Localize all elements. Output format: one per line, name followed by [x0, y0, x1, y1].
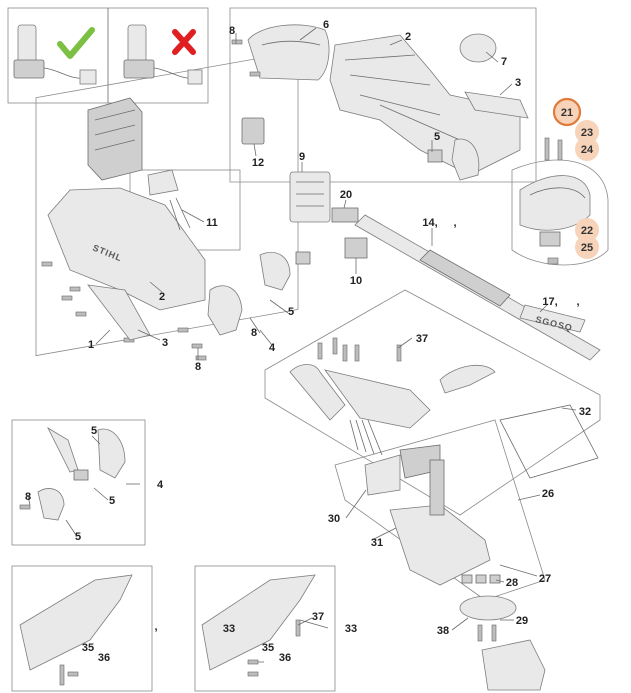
- detail-35-36-illustration: [19, 574, 133, 686]
- part-10-clamp: [344, 237, 368, 259]
- part-12-switch: [241, 117, 265, 145]
- callout-3-top[interactable]: 3: [515, 77, 521, 89]
- callout-5-mid[interactable]: 5: [288, 306, 294, 318]
- part-20-contact: [331, 207, 359, 223]
- callout-2-left[interactable]: 2: [159, 291, 165, 303]
- callout-22[interactable]: 22: [581, 225, 593, 237]
- callout-24[interactable]: 24: [581, 144, 594, 156]
- callout-14-sep: ,: [453, 217, 456, 229]
- wire-harness: [349, 419, 383, 456]
- callout-33-inset[interactable]: 33: [223, 623, 235, 635]
- callout-8-low[interactable]: 8: [195, 361, 201, 373]
- connector-wrong-illustration: [123, 24, 203, 85]
- badge-bg-25: [575, 235, 599, 259]
- badge-ring-21: [552, 97, 582, 127]
- pins-37: [317, 337, 402, 362]
- callout-5-top[interactable]: 5: [434, 131, 440, 143]
- callout-left-inset-sep: ,: [154, 621, 157, 633]
- part-grip-handle: [439, 365, 496, 394]
- callout-6[interactable]: 6: [323, 19, 329, 31]
- callout-26[interactable]: 26: [542, 488, 554, 500]
- callout-31[interactable]: 31: [371, 537, 383, 549]
- part-11-contacts: [147, 169, 191, 231]
- callout-28[interactable]: 28: [506, 577, 518, 589]
- callout-9[interactable]: 9: [299, 151, 305, 163]
- callout-36-left[interactable]: 36: [98, 652, 110, 664]
- callout-3-left[interactable]: 3: [162, 337, 168, 349]
- part-28-springs: [461, 574, 501, 584]
- callout-32[interactable]: 32: [579, 406, 591, 418]
- callout-38[interactable]: 38: [437, 625, 449, 637]
- part-guide-tube: [289, 364, 431, 429]
- frame-detail-33-37: [194, 565, 336, 692]
- callout-2-top[interactable]: 2: [405, 31, 411, 43]
- callout-1[interactable]: 1: [88, 339, 94, 351]
- callout-37-mid[interactable]: 37: [416, 333, 428, 345]
- part-7-disc: [459, 33, 497, 63]
- callout-11[interactable]: 11: [206, 217, 218, 229]
- screws-8-group: [41, 261, 207, 361]
- callout-10[interactable]: 10: [350, 275, 362, 287]
- callout-5-d1[interactable]: 5: [91, 425, 97, 437]
- callout-29[interactable]: 29: [516, 615, 528, 627]
- callout-4-detail[interactable]: 4: [157, 479, 164, 491]
- callout-27[interactable]: 27: [539, 573, 551, 585]
- callout-4-mid[interactable]: 4: [269, 342, 276, 354]
- frame-loop-handle-detail: [511, 159, 609, 266]
- callout-12[interactable]: 12: [252, 157, 264, 169]
- callout-8-top[interactable]: 8: [229, 25, 235, 37]
- badge-bg-22: [575, 218, 599, 242]
- callout-37-inset[interactable]: 37: [312, 611, 324, 623]
- callout-5-d2[interactable]: 5: [109, 495, 115, 507]
- part-4-switch-assembly: [207, 251, 311, 336]
- loop-handle-illustration: [519, 137, 591, 265]
- part-2-handle-housing: [329, 34, 521, 176]
- callout-5-d3[interactable]: 5: [75, 531, 81, 543]
- cross-icon: [172, 29, 196, 55]
- callout-8-mid[interactable]: 8: [251, 327, 257, 339]
- callout-20[interactable]: 20: [340, 189, 352, 201]
- part-3-trim: [464, 91, 529, 119]
- frame-detail-4: [11, 419, 146, 546]
- callout-17-sep: ,: [576, 296, 579, 308]
- callout-33-right[interactable]: 33: [345, 623, 357, 635]
- frame-detail-35-36: [11, 565, 153, 692]
- screw-8-top: [231, 39, 261, 77]
- frame-shaft-guide: [264, 289, 601, 516]
- connector-ok-illustration: [13, 24, 97, 85]
- detail-4-illustration: [19, 426, 126, 521]
- callout-17[interactable]: 17,: [542, 296, 557, 308]
- callout-36-right[interactable]: 36: [279, 652, 291, 664]
- callout-23[interactable]: 23: [581, 127, 593, 139]
- badge-bg-23: [575, 120, 599, 144]
- part-6-cover: [247, 24, 330, 81]
- part-3-housing-trim: [87, 284, 151, 341]
- battery-holder-illustration: [87, 97, 143, 181]
- check-icon: [57, 27, 95, 59]
- part-26-27-head-housing: [389, 459, 491, 586]
- badge-bg-24: [575, 137, 599, 161]
- part-9-electronics: [289, 171, 331, 223]
- part-5-switch-top: [427, 138, 480, 181]
- callout-14[interactable]: 14,: [422, 217, 437, 229]
- callout-7[interactable]: 7: [501, 56, 507, 68]
- callout-30[interactable]: 30: [328, 513, 340, 525]
- part-32-bow-guard: [499, 404, 599, 479]
- part-14-shaft: [354, 214, 601, 361]
- frame-lower-assembly: [334, 419, 546, 601]
- part-38-cutting-head: [459, 595, 546, 691]
- leader-lines: [27, 27, 577, 663]
- callout-25[interactable]: 25: [581, 242, 593, 254]
- frame-top-left-inset: [7, 7, 209, 104]
- callout-35-right[interactable]: 35: [262, 642, 274, 654]
- highlight-badges: [552, 97, 599, 259]
- part-1-motor-housing: STIHL: [47, 187, 206, 311]
- callout-35-left[interactable]: 35: [82, 642, 94, 654]
- callout-8-detail[interactable]: 8: [25, 491, 31, 503]
- detail-33-37-illustration: [201, 574, 316, 677]
- callout-21[interactable]: 21: [561, 107, 573, 119]
- part-30-31-motor-mount: [364, 444, 441, 496]
